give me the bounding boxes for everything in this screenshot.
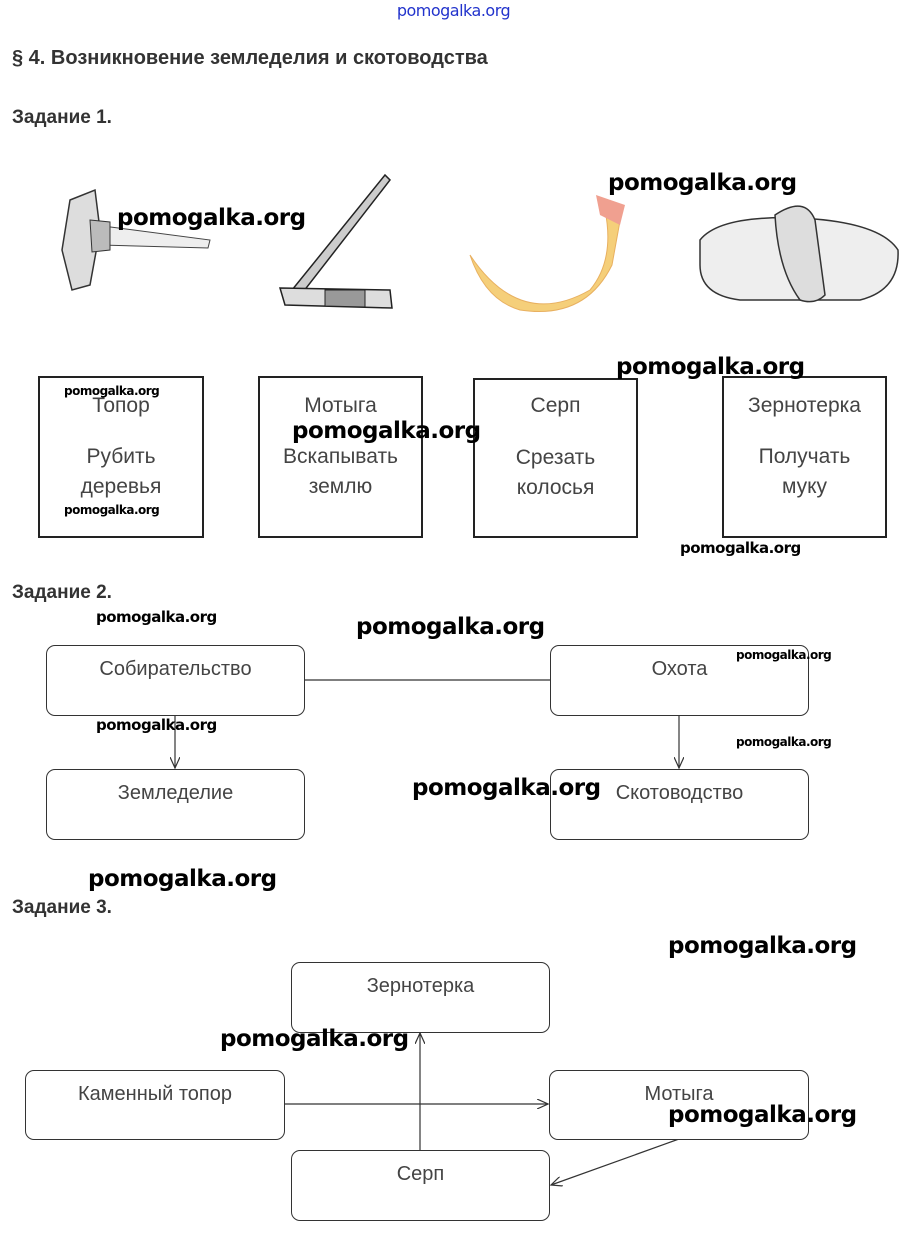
page-title: § 4. Возникновение земледелия и скотовод… bbox=[12, 47, 488, 69]
watermark: pomogalka.org bbox=[736, 648, 832, 662]
tool-card-hoe: Мотыга Вскапывать землю bbox=[258, 376, 423, 538]
task2-heading: Задание 2. bbox=[12, 582, 112, 603]
tool-use-line: Получать bbox=[758, 445, 851, 468]
box-gathering: Собирательство bbox=[46, 645, 305, 716]
box-stone-axe: Каменный топор bbox=[25, 1070, 285, 1140]
watermark: pomogalka.org bbox=[96, 716, 217, 734]
sickle-image bbox=[469, 195, 625, 312]
tool-card-grinder: Зернотерка Получать муку bbox=[722, 376, 887, 538]
task3-heading: Задание 3. bbox=[12, 897, 112, 918]
hoe-image bbox=[278, 173, 393, 309]
tool-use-line: Срезать bbox=[515, 446, 596, 469]
tool-use-line: муку bbox=[781, 475, 828, 498]
tool-name: Топор bbox=[92, 394, 150, 417]
watermark: pomogalka.org bbox=[292, 418, 481, 444]
box-farming: Земледелие bbox=[46, 769, 305, 840]
watermark: pomogalka.org bbox=[96, 608, 217, 626]
box-grain-grinder: Зернотерка bbox=[291, 962, 550, 1033]
box-hoe: Мотыга bbox=[549, 1070, 809, 1140]
watermark: pomogalka.org bbox=[117, 205, 306, 231]
watermark: pomogalka.org bbox=[412, 775, 601, 801]
watermark: pomogalka.org bbox=[64, 503, 160, 517]
watermark: pomogalka.org bbox=[220, 1026, 409, 1052]
watermark: pomogalka.org bbox=[88, 866, 277, 892]
stone-axe-image bbox=[61, 188, 211, 291]
task1-heading: Задание 1. bbox=[12, 107, 112, 128]
arrow-hoe-to-sickle bbox=[551, 1138, 680, 1185]
watermark: pomogalka.org bbox=[616, 354, 805, 380]
watermark: pomogalka.org bbox=[64, 384, 160, 398]
watermark: pomogalka.org bbox=[668, 933, 857, 959]
watermark: pomogalka.org bbox=[668, 1102, 857, 1128]
watermark: pomogalka.org bbox=[680, 539, 801, 557]
tool-use-line: землю bbox=[308, 475, 373, 498]
tool-name: Серп bbox=[530, 394, 581, 417]
box-hunting: Охота bbox=[550, 645, 809, 716]
tool-use-line: Вскапывать bbox=[283, 445, 398, 468]
box-sickle: Серп bbox=[291, 1150, 550, 1221]
tool-use-line: колосья bbox=[516, 476, 595, 499]
tool-name: Мотыга bbox=[304, 394, 377, 417]
tool-use-line: деревья bbox=[80, 475, 162, 498]
site-watermark-top: pomogalka.org bbox=[396, 1, 511, 20]
grain-grinder-image bbox=[699, 205, 899, 303]
tool-card-sickle: Серп Срезать колосья bbox=[473, 378, 638, 538]
tool-use-line: Рубить bbox=[86, 445, 156, 468]
tool-card-axe: Топор Рубить деревья bbox=[38, 376, 204, 538]
box-herding: Скотоводство bbox=[550, 769, 809, 840]
watermark: pomogalka.org bbox=[736, 735, 832, 749]
watermark: pomogalka.org bbox=[356, 614, 545, 640]
tool-illustrations bbox=[61, 173, 899, 312]
tool-name: Зернотерка bbox=[748, 394, 861, 417]
watermark: pomogalka.org bbox=[608, 170, 797, 196]
